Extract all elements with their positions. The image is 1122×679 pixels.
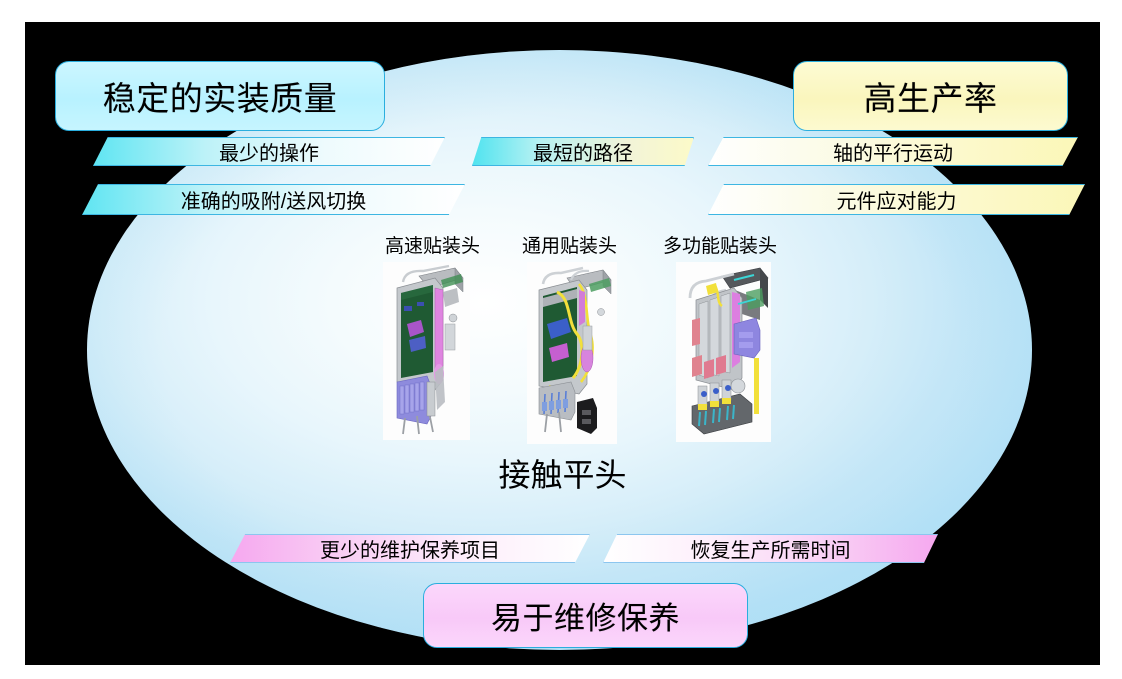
head-image-high-speed (383, 262, 470, 440)
banner-least-operation-label: 最少的操作 (219, 143, 319, 165)
banner-component-capability[interactable]: 元件应对能力 (708, 184, 1085, 215)
head-label-high-speed: 高速贴装头 (385, 236, 481, 257)
banner-recovery-time[interactable]: 恢复生产所需时间 (603, 534, 938, 563)
headline-box-productivity[interactable]: 高生产率 (793, 61, 1068, 131)
headline-box-maintenance-label: 易于维修保养 (491, 601, 680, 636)
banner-axis-parallel[interactable]: 轴的平行运动 (708, 137, 1078, 166)
head-label-universal: 通用贴装头 (522, 236, 618, 257)
banner-fewer-maintenance[interactable]: 更少的维护保养项目 (230, 534, 590, 563)
banner-fewer-maintenance-label: 更少的维护保养项目 (320, 540, 500, 562)
center-caption: 接触平头 (498, 457, 627, 493)
headline-box-productivity-label: 高生产率 (863, 80, 998, 117)
banner-component-capability-label: 元件应对能力 (836, 191, 957, 213)
banner-recovery-time-label: 恢复生产所需时间 (690, 540, 851, 562)
banner-least-operation[interactable]: 最少的操作 (93, 137, 445, 166)
banner-suction-blow-label: 准确的吸附/送风切换 (180, 191, 367, 213)
banner-shortest-path-label: 最短的路径 (533, 143, 633, 165)
banner-suction-blow[interactable]: 准确的吸附/送风切换 (82, 184, 465, 215)
diagram-stage: 稳定的实装质量 高生产率 易于维修保养 最少的操作 准确的吸附/送风切换 最短的… (25, 22, 1100, 665)
headline-box-quality-label: 稳定的实装质量 (102, 80, 338, 117)
head-label-multifunction: 多功能贴装头 (663, 236, 778, 257)
headline-box-quality[interactable]: 稳定的实装质量 (55, 61, 385, 131)
banner-shortest-path[interactable]: 最短的路径 (472, 137, 694, 166)
head-image-multifunction (676, 262, 771, 442)
banner-axis-parallel-label: 轴的平行运动 (833, 143, 953, 165)
headline-box-maintenance[interactable]: 易于维修保养 (423, 583, 748, 648)
head-image-universal (527, 262, 617, 444)
